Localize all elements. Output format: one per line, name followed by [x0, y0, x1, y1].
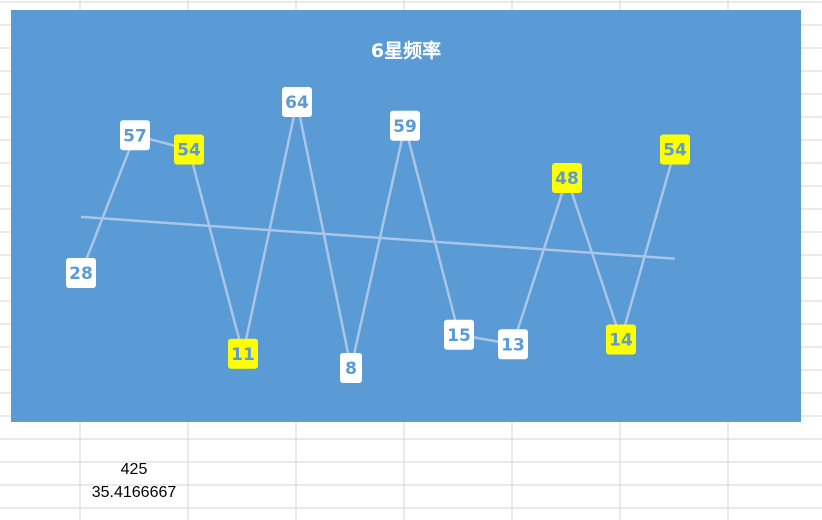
data-label: 59 [390, 110, 420, 141]
data-label: 11 [228, 338, 258, 369]
trendline [80, 215, 676, 260]
data-label-text: 57 [123, 126, 147, 146]
series-line [79, 101, 677, 369]
data-label-text: 54 [663, 141, 687, 161]
data-label-box [444, 319, 474, 350]
data-label-text: 59 [393, 117, 417, 137]
data-label: 15 [444, 319, 474, 350]
data-label-box [552, 163, 582, 193]
data-label-box [174, 134, 204, 165]
data-label: 54 [174, 134, 204, 165]
data-label: 64 [282, 87, 312, 117]
sum-cell[interactable]: 425 [120, 461, 148, 478]
chart-area[interactable]: 28 57 54 11 64 8 59 15 13 48 14 54 6星频率 [11, 10, 801, 422]
data-label: 54 [660, 134, 690, 165]
data-label-text: 54 [177, 141, 201, 161]
chart-title: 6星频率 [370, 40, 442, 62]
data-label-text: 14 [609, 331, 633, 351]
line-chart: 28 57 54 11 64 8 59 15 13 48 14 54 [66, 87, 690, 383]
data-label-text: 15 [447, 326, 471, 346]
data-label-box [228, 338, 258, 369]
data-label-text: 48 [555, 169, 579, 189]
data-label-text: 8 [345, 359, 357, 379]
data-label-text: 13 [501, 335, 525, 355]
average-cell[interactable]: 35.4166667 [91, 484, 177, 501]
data-label-box [498, 329, 528, 360]
data-label: 48 [552, 163, 582, 193]
data-label: 28 [66, 258, 96, 288]
data-label-box [390, 110, 420, 141]
data-label: 13 [498, 329, 528, 360]
data-label: 57 [120, 120, 150, 151]
data-label-text: 28 [69, 264, 93, 284]
data-label-box [606, 324, 636, 355]
data-label-text: 64 [285, 93, 309, 113]
data-label: 8 [340, 353, 362, 383]
data-label-box [66, 258, 96, 288]
data-label: 14 [606, 324, 636, 355]
data-label-box [660, 134, 690, 165]
data-label-text: 11 [231, 345, 255, 365]
data-label-box [282, 87, 312, 117]
data-label-box [120, 120, 150, 151]
data-label-box [340, 353, 362, 383]
